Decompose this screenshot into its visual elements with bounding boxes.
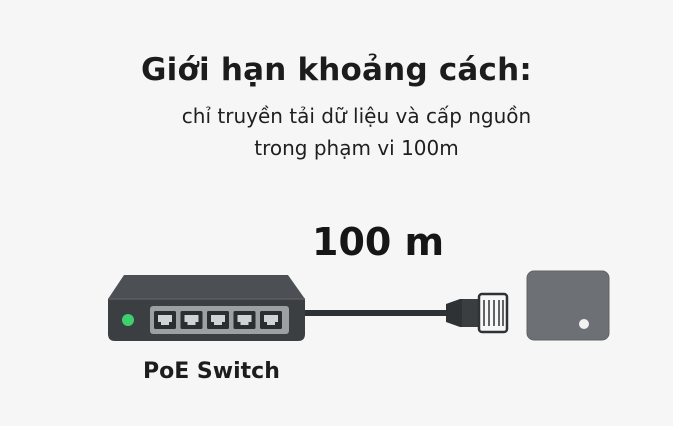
subheading-line-1: chỉ truyền tải dữ liệu và cấp nguồn: [181, 104, 532, 128]
heading: Giới hạn khoảng cách:: [141, 52, 532, 88]
ethernet-port: [154, 311, 176, 329]
rj45-connector-icon: [446, 292, 509, 334]
subheading-line-2: trong phạm vi 100m: [254, 136, 459, 160]
distance-label: 100 m: [312, 220, 445, 264]
ethernet-port: [260, 311, 282, 329]
ethernet-port: [233, 311, 256, 329]
ethernet-port: [207, 311, 229, 329]
switch-label: PoE Switch: [143, 359, 280, 384]
powered-device-icon: [526, 270, 610, 341]
status-led-icon: [122, 314, 134, 326]
ethernet-port: [180, 311, 203, 329]
poe-switch-icon: [108, 275, 305, 341]
device-led-icon: [579, 319, 589, 329]
